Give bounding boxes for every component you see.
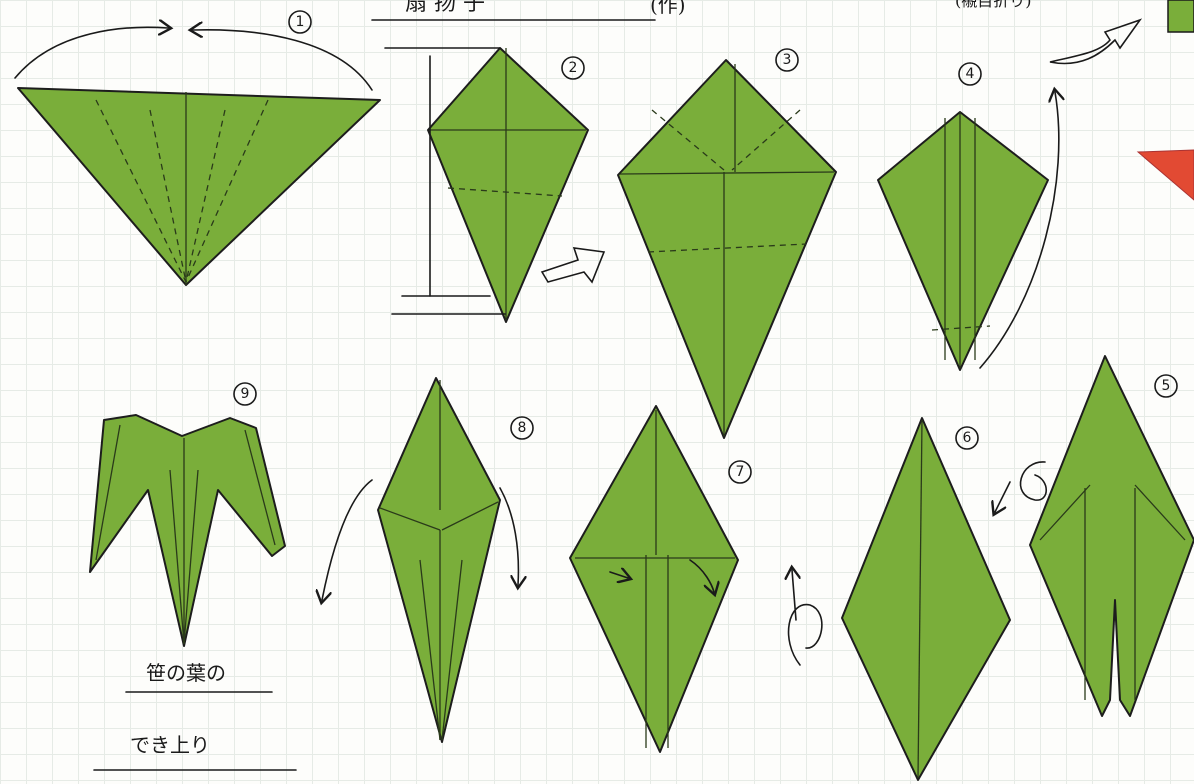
red-paper-edge — [1138, 150, 1194, 200]
step-6-diamond — [842, 418, 1010, 780]
step-1-triangle — [18, 88, 380, 285]
step-1-diagram: 1 — [15, 11, 380, 285]
corner-green-swatch — [1168, 0, 1194, 32]
svg-text:9: 9 — [241, 386, 250, 402]
step-2-kite — [428, 48, 588, 322]
svg-text:2: 2 — [569, 60, 578, 76]
step-7-leaf — [570, 406, 738, 752]
svg-text:5: 5 — [1162, 378, 1171, 394]
caption-line-1: 笹の葉の — [146, 661, 226, 685]
step-9-finished-leaf — [90, 415, 285, 646]
header-top-right: (襯目折り) — [955, 0, 1032, 10]
svg-text:1: 1 — [296, 14, 305, 30]
svg-text:6: 6 — [963, 430, 972, 446]
caption-line-2: でき上り — [130, 733, 210, 757]
step-9-diagram: 9 — [90, 383, 285, 646]
step-6-diagram: 6 — [789, 418, 1010, 780]
step-2-diagram: 2 — [385, 48, 604, 322]
step-8-diagram: 8 — [322, 378, 533, 742]
step-3-kite — [618, 60, 836, 438]
step-4-diagram: 4 — [878, 63, 1059, 370]
header-title: 扇 扬 子 — [405, 0, 485, 16]
step-5-split-leaf — [1030, 356, 1194, 716]
step-4-diamond — [878, 112, 1048, 370]
step-7-diagram: 7 — [570, 406, 751, 752]
step-8-leaf — [378, 378, 500, 742]
svg-text:8: 8 — [518, 420, 527, 436]
svg-text:4: 4 — [966, 66, 975, 82]
svg-text:7: 7 — [736, 464, 745, 480]
completion-caption: 笹の葉の でき上り — [94, 661, 296, 770]
svg-text:3: 3 — [783, 52, 792, 68]
next-arrow-top-right — [1050, 20, 1140, 63]
step-5-diagram: 5 — [995, 356, 1194, 716]
header-paren: (作) — [650, 0, 686, 17]
step-3-diagram: 3 — [618, 49, 836, 438]
